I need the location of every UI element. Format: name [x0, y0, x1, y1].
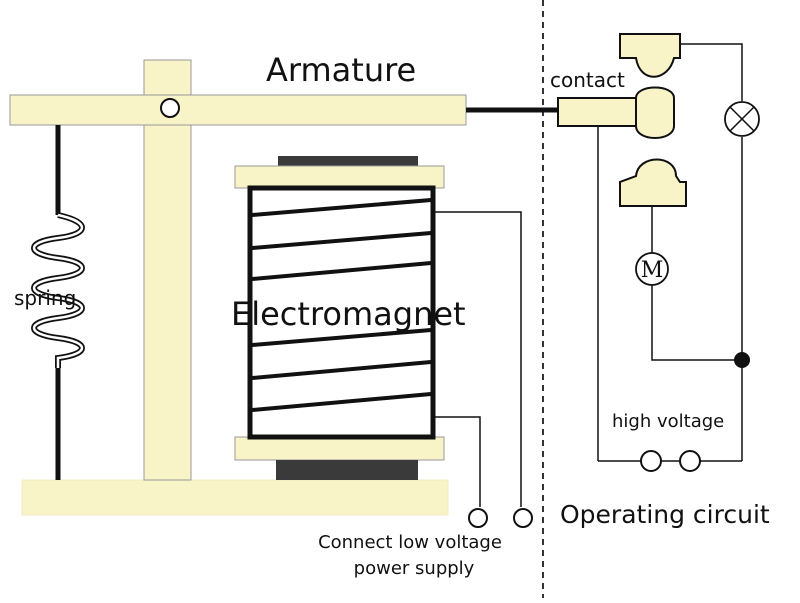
- motor-icon: M: [635, 252, 669, 286]
- base-plate: [21, 479, 449, 516]
- coil-wires: [433, 211, 522, 507]
- armature-bar: [9, 94, 467, 126]
- terminal-right: [513, 508, 533, 528]
- spring-label: spring: [14, 286, 76, 310]
- high-voltage-label: high voltage: [612, 411, 724, 432]
- upper-contact: [619, 33, 681, 78]
- terminal-left: [468, 508, 488, 528]
- contact-label: contact: [550, 68, 625, 92]
- moving-contact-tip: [635, 86, 675, 139]
- power-supply-label-line1: Connect low voltage: [318, 532, 502, 553]
- motor-label: M: [641, 258, 664, 283]
- power-supply-label-line2: power supply: [354, 558, 475, 579]
- bottom-dark-block: [276, 460, 418, 480]
- junction-dot: [734, 352, 750, 368]
- lamp-icon: [724, 101, 760, 137]
- armature-label: Armature: [266, 51, 416, 89]
- coil-windings: [251, 198, 432, 412]
- operating-circuit-label: Operating circuit: [560, 500, 770, 529]
- top-dark-block: [278, 156, 418, 166]
- circuit-wires: [597, 43, 743, 462]
- spring: [31, 125, 85, 480]
- hv-terminal-left: [640, 450, 662, 472]
- pivot-pin: [160, 98, 180, 118]
- lower-contact: [619, 158, 687, 207]
- bottom-cap: [234, 436, 445, 461]
- electromagnet-label: Electromagnet: [231, 295, 466, 333]
- top-cap: [234, 165, 445, 189]
- pivot-post: [143, 59, 192, 481]
- hv-terminal-right: [679, 450, 701, 472]
